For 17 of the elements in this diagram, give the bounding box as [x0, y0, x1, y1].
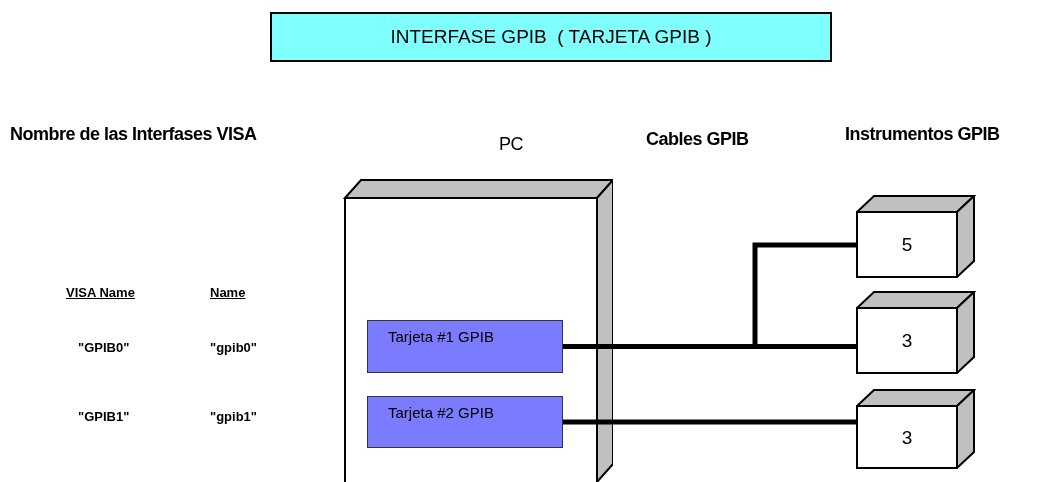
case-heading: PC	[499, 134, 523, 155]
column-header: VISA Name	[66, 285, 135, 300]
title-banner: INTERFASE GPIB ( TARJETA GPIB )	[270, 12, 832, 62]
section-heading: Cables GPIB	[646, 129, 749, 150]
instrument-number: 5	[901, 234, 913, 256]
instrument-number: 3	[901, 330, 913, 352]
section-heading: Instrumentos GPIB	[845, 124, 1000, 145]
card-box: Tarjeta #2 GPIB	[367, 396, 563, 448]
cable-line	[563, 419, 856, 425]
interface-name: "gpib1"	[210, 409, 257, 424]
column-header: Name	[210, 285, 246, 300]
instrument-number: 3	[901, 426, 913, 449]
interface-name: "GPIB0"	[78, 340, 130, 355]
interface-name: "gpib0"	[210, 340, 257, 355]
interface-name: "GPIB1"	[78, 409, 130, 424]
card-box: Tarjeta #1 GPIB	[367, 320, 563, 373]
section-heading: Nombre de las Interfases VISA	[10, 124, 257, 145]
